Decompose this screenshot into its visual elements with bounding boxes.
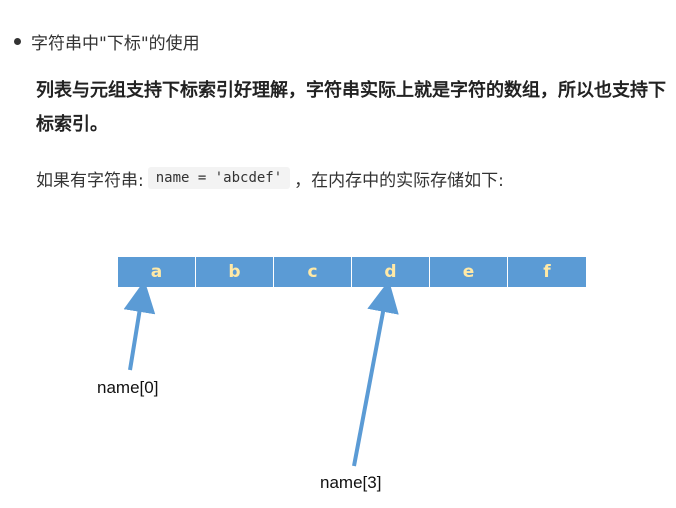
cell-5: f: [508, 257, 586, 287]
pointer-label-3: name[3]: [320, 473, 382, 492]
intro-line: 如果有字符串: name = 'abcdef' ，在内存中的实际存储如下:: [36, 162, 504, 194]
cell-1: b: [196, 257, 274, 287]
intro-after-text: ，在内存中的实际存储如下:: [294, 170, 504, 191]
string-cells: a b c d e f: [118, 257, 586, 287]
intro-before-text: 如果有字符串:: [36, 170, 144, 191]
arrow-name0: [123, 280, 156, 371]
arrow-name3: [352, 280, 399, 467]
cell-2: c: [274, 257, 352, 287]
bold-paragraph: 列表与元组支持下标索引好理解，字符串实际上就是字符的数组，所以也支持下标索引。: [36, 80, 666, 135]
bullet-text: 字符串中"下标"的使用: [31, 33, 200, 54]
bullet-icon: [14, 37, 21, 45]
bullet-item: 字符串中"下标"的使用: [14, 28, 200, 54]
pointer-label-0: name[0]: [97, 378, 159, 397]
inline-code: name = 'abcdef': [147, 167, 291, 189]
cell-4: e: [430, 257, 508, 287]
